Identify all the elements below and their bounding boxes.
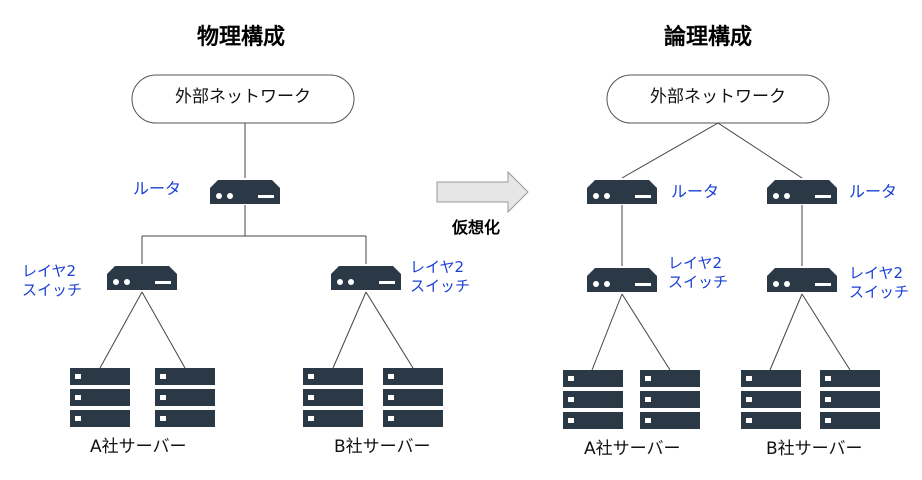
physical-switch-b-icon [331, 266, 401, 290]
logical-router-b-label: ルータ [849, 182, 898, 201]
physical-network-label: 外部ネットワーク [175, 87, 311, 107]
logical-switch-b-icon [767, 268, 837, 292]
logical-router-a-icon [587, 180, 657, 204]
physical-server-b1-icon [303, 368, 363, 427]
logical-server-a2-icon [640, 370, 700, 429]
physical-server-b-label: B社サーバー [334, 437, 431, 457]
logical-network-label: 外部ネットワーク [650, 87, 786, 107]
logical-server-a1-icon [563, 370, 623, 429]
logical-router-a-label: ルータ [671, 182, 720, 201]
physical-connectors [99, 123, 414, 369]
physical-server-a-label: A社サーバー [90, 437, 187, 457]
physical-title: 物理構成 [197, 25, 286, 50]
physical-server-a1-icon [70, 368, 130, 427]
physical-switch-b-label-line1: レイヤ2 [410, 258, 465, 276]
logical-router-b-icon [767, 180, 837, 204]
logical-title: 論理構成 [664, 25, 753, 50]
logical-connectors [591, 122, 851, 371]
logical-server-b2-icon [820, 370, 880, 429]
logical-switch-b-label-line1: レイヤ2 [849, 264, 904, 282]
logical-switch-a-label-line1: レイヤ2 [668, 254, 723, 272]
virtualization-arrow-icon [436, 170, 529, 214]
physical-switch-a-label-line1: レイヤ2 [22, 262, 77, 280]
physical-network-cloud [131, 74, 355, 124]
physical-server-a2-icon [155, 368, 215, 427]
physical-switch-b-label-line2: スイッチ [410, 277, 471, 295]
logical-switch-b-label-line2: スイッチ [849, 283, 910, 301]
logical-server-b1-icon [741, 370, 801, 429]
logical-server-b-label: B社サーバー [766, 439, 863, 459]
physical-server-b2-icon [383, 368, 443, 427]
logical-switch-a-icon [587, 268, 657, 292]
physical-switch-a-label-line2: スイッチ [22, 281, 83, 299]
physical-router-icon [210, 180, 280, 204]
physical-switch-a-icon [107, 266, 177, 290]
virtualization-label: 仮想化 [452, 218, 501, 237]
logical-server-a-label: A社サーバー [584, 439, 681, 459]
physical-router-label: ルータ [133, 179, 182, 198]
logical-switch-a-label-line2: スイッチ [668, 273, 729, 291]
